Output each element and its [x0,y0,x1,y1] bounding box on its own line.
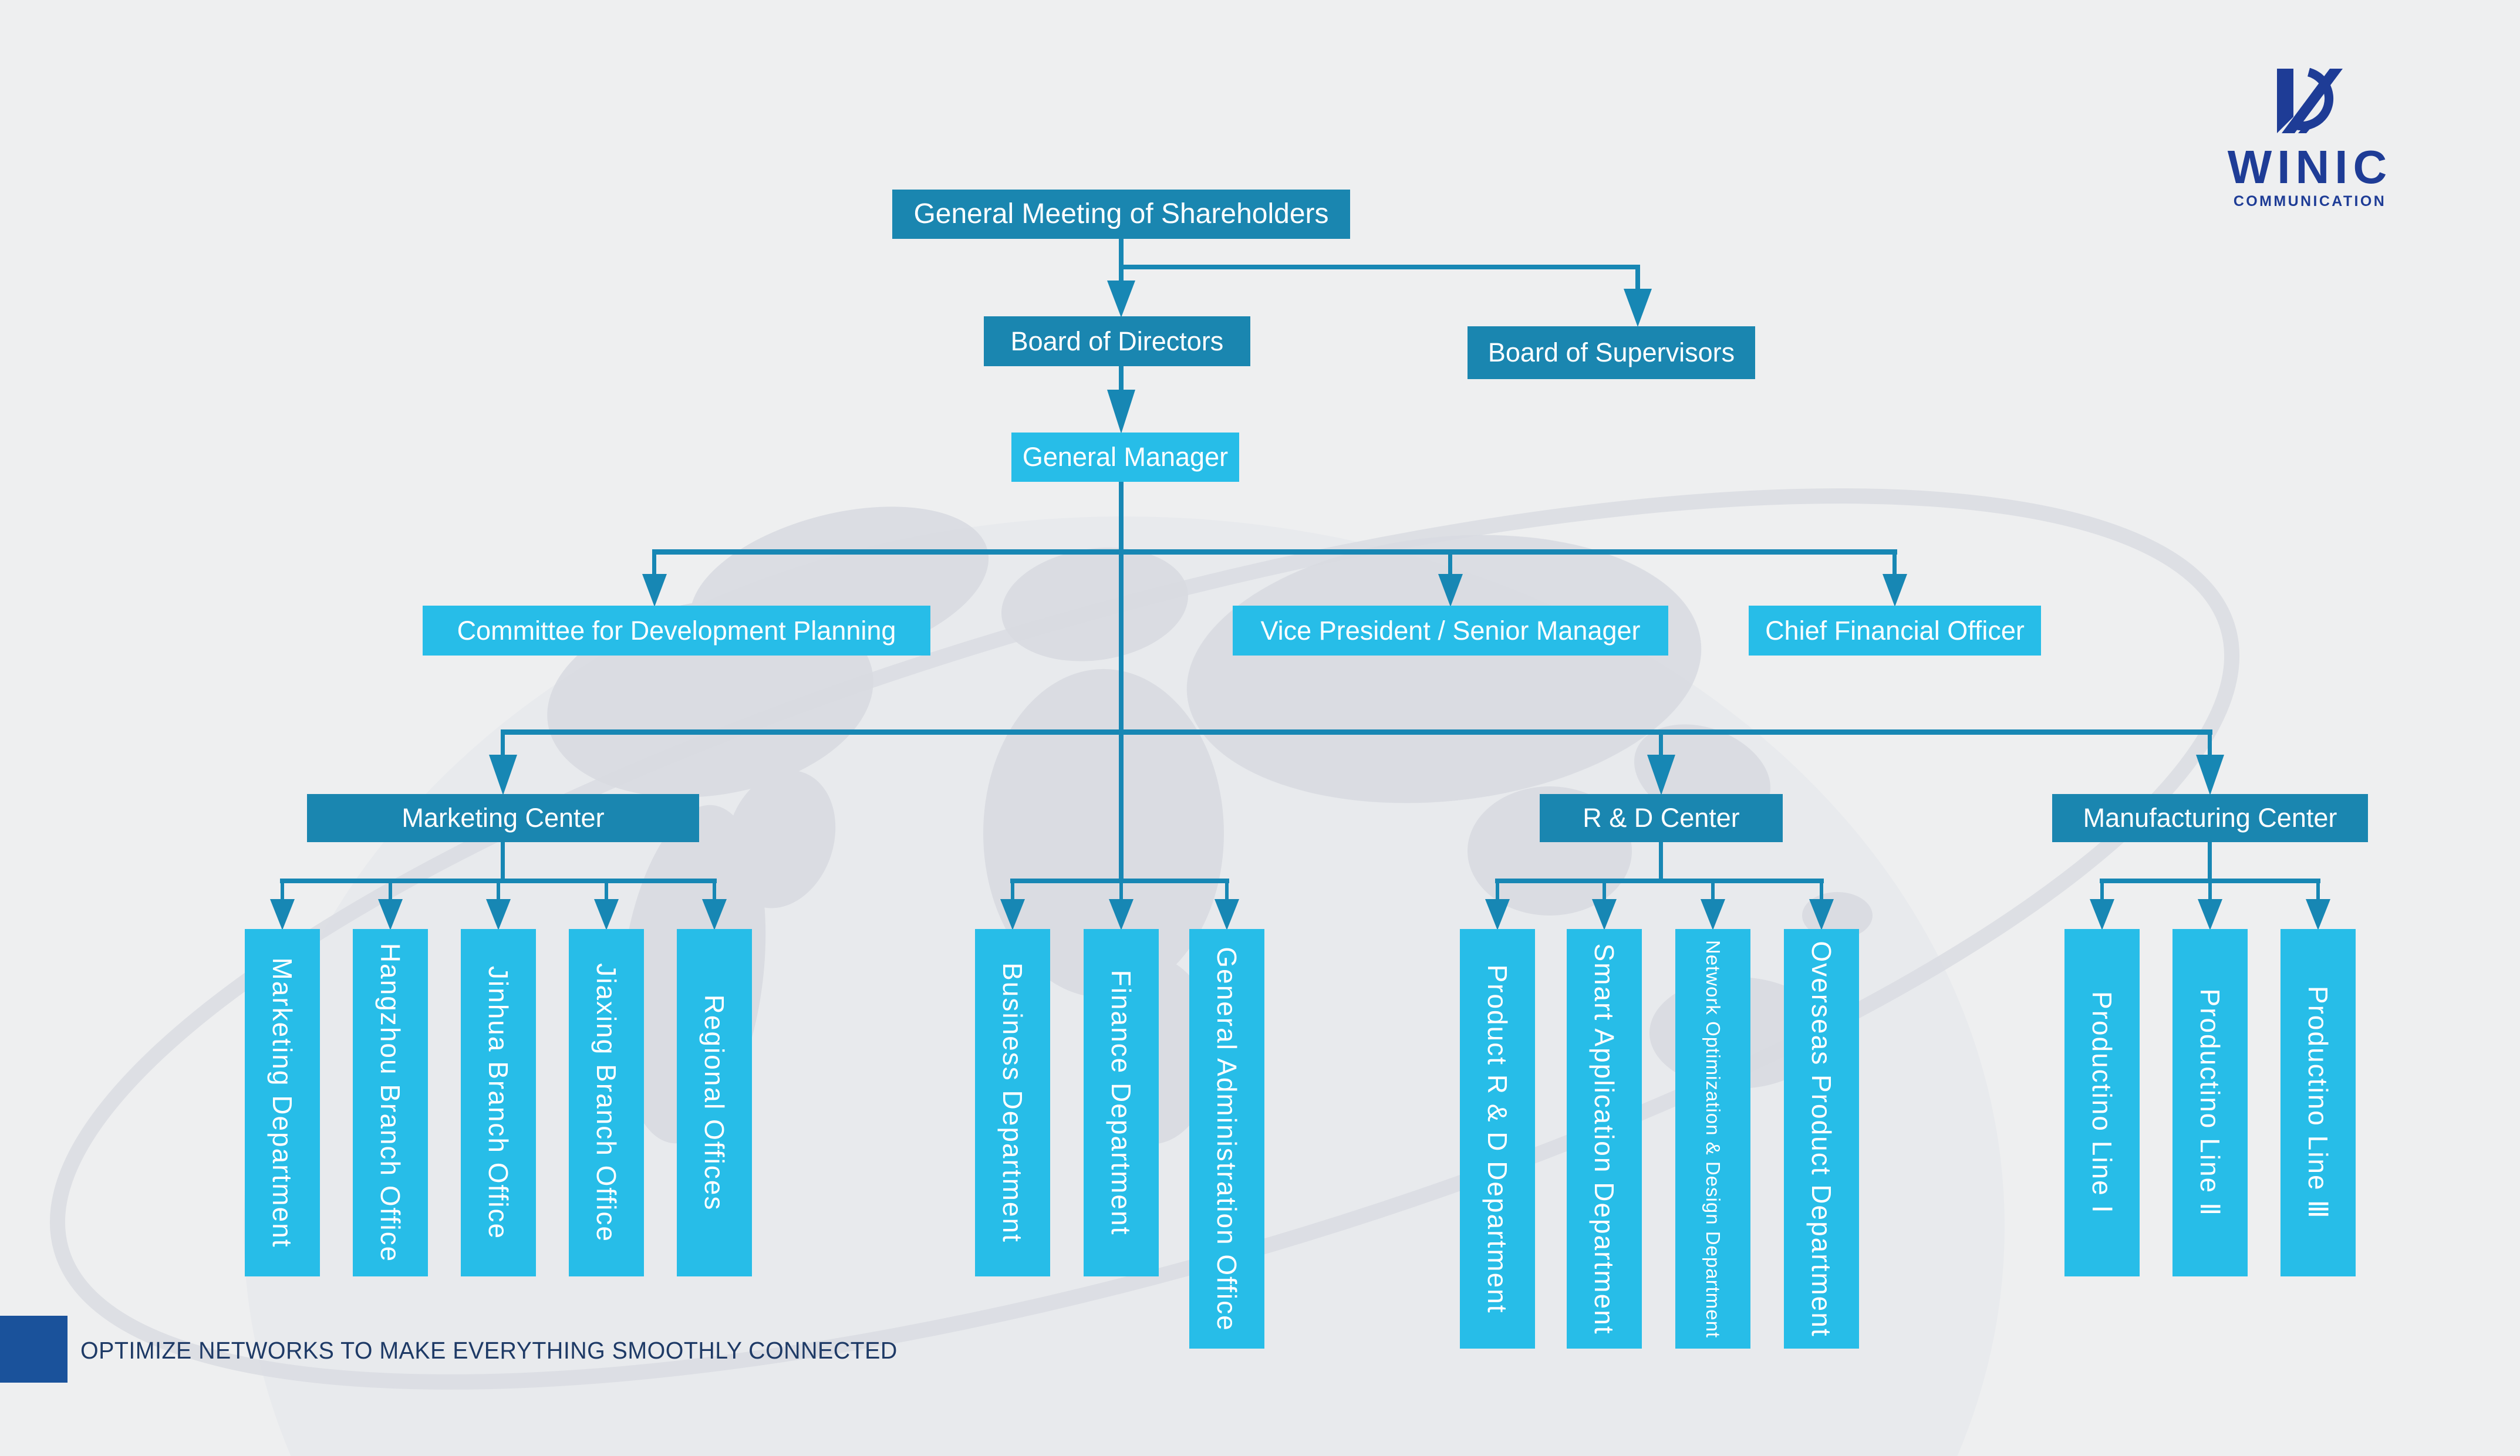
node-chief-financial-officer: Chief Financial Officer [1749,606,2041,656]
dept-label: General Administration Office [1212,946,1242,1332]
dept-finance-department: Finance Department [1084,929,1159,1276]
dept-label: Overseas Product Department [1806,940,1837,1337]
dept-jiaxing-branch-office: Jiaxing Branch Office [569,929,644,1276]
dept-marketing-department: Marketing Department [245,929,320,1276]
dept-production-line-1: Productino Line Ⅰ [2064,929,2140,1276]
dept-hangzhou-branch-office: Hangzhou Branch Office [353,929,428,1276]
dept-label: Jinhua Branch Office [483,965,514,1240]
dept-label: Network Optimization & Design Department [1702,940,1724,1338]
dept-network-optimization-design-department: Network Optimization & Design Department [1675,929,1750,1349]
dept-label: Finance Department [1106,969,1136,1236]
dept-regional-offices: Regional Offices [677,929,752,1276]
node-board-of-supervisors: Board of Supervisors [1468,326,1755,379]
node-committee-for-development-planning: Committee for Development Planning [423,606,930,656]
dept-label: Marketing Department [267,957,298,1248]
dept-label: Regional Offices [699,994,730,1211]
dept-label: Productino Line Ⅲ [2303,985,2333,1220]
winic-swoosh-globe-icon [2276,67,2343,133]
footer-tagline: OPTIMIZE NETWORKS TO MAKE EVERYTHING SMO… [80,1337,898,1364]
node-manufacturing-center: Manufacturing Center [2052,794,2368,842]
brand-subtitle: COMMUNICATION [2233,193,2387,210]
dept-label: Product R & D Department [1482,964,1513,1314]
dept-label: Productino Line Ⅰ [2087,991,2117,1215]
dept-product-rd-department: Product R & D Department [1460,929,1535,1349]
dept-overseas-product-department: Overseas Product Department [1784,929,1859,1349]
node-general-meeting-of-shareholders: General Meeting of Shareholders [892,190,1350,239]
dept-smart-application-department: Smart Application Department [1567,929,1642,1349]
dept-jinhua-branch-office: Jinhua Branch Office [461,929,536,1276]
node-marketing-center: Marketing Center [307,794,699,842]
winic-logo: WINIC COMMUNICATION [2219,67,2401,209]
dept-label: Business Department [997,962,1028,1243]
node-general-manager: General Manager [1011,433,1239,482]
footer-accent-square [0,1316,68,1383]
dept-label: Productino Line Ⅱ [2195,988,2225,1217]
brand-name: WINIC [2227,141,2393,193]
node-board-of-directors: Board of Directors [984,316,1250,366]
node-rd-center: R & D Center [1540,794,1783,842]
node-vice-president-senior-manager: Vice President / Senior Manager [1233,606,1668,656]
dept-production-line-3: Productino Line Ⅲ [2281,929,2356,1276]
dept-production-line-2: Productino Line Ⅱ [2172,929,2248,1276]
dept-business-department: Business Department [975,929,1050,1276]
dept-general-administration-office: General Administration Office [1189,929,1264,1349]
dept-label: Jiaxing Branch Office [591,963,622,1242]
dept-label: Hangzhou Branch Office [375,942,406,1263]
dept-label: Smart Application Department [1589,942,1620,1335]
